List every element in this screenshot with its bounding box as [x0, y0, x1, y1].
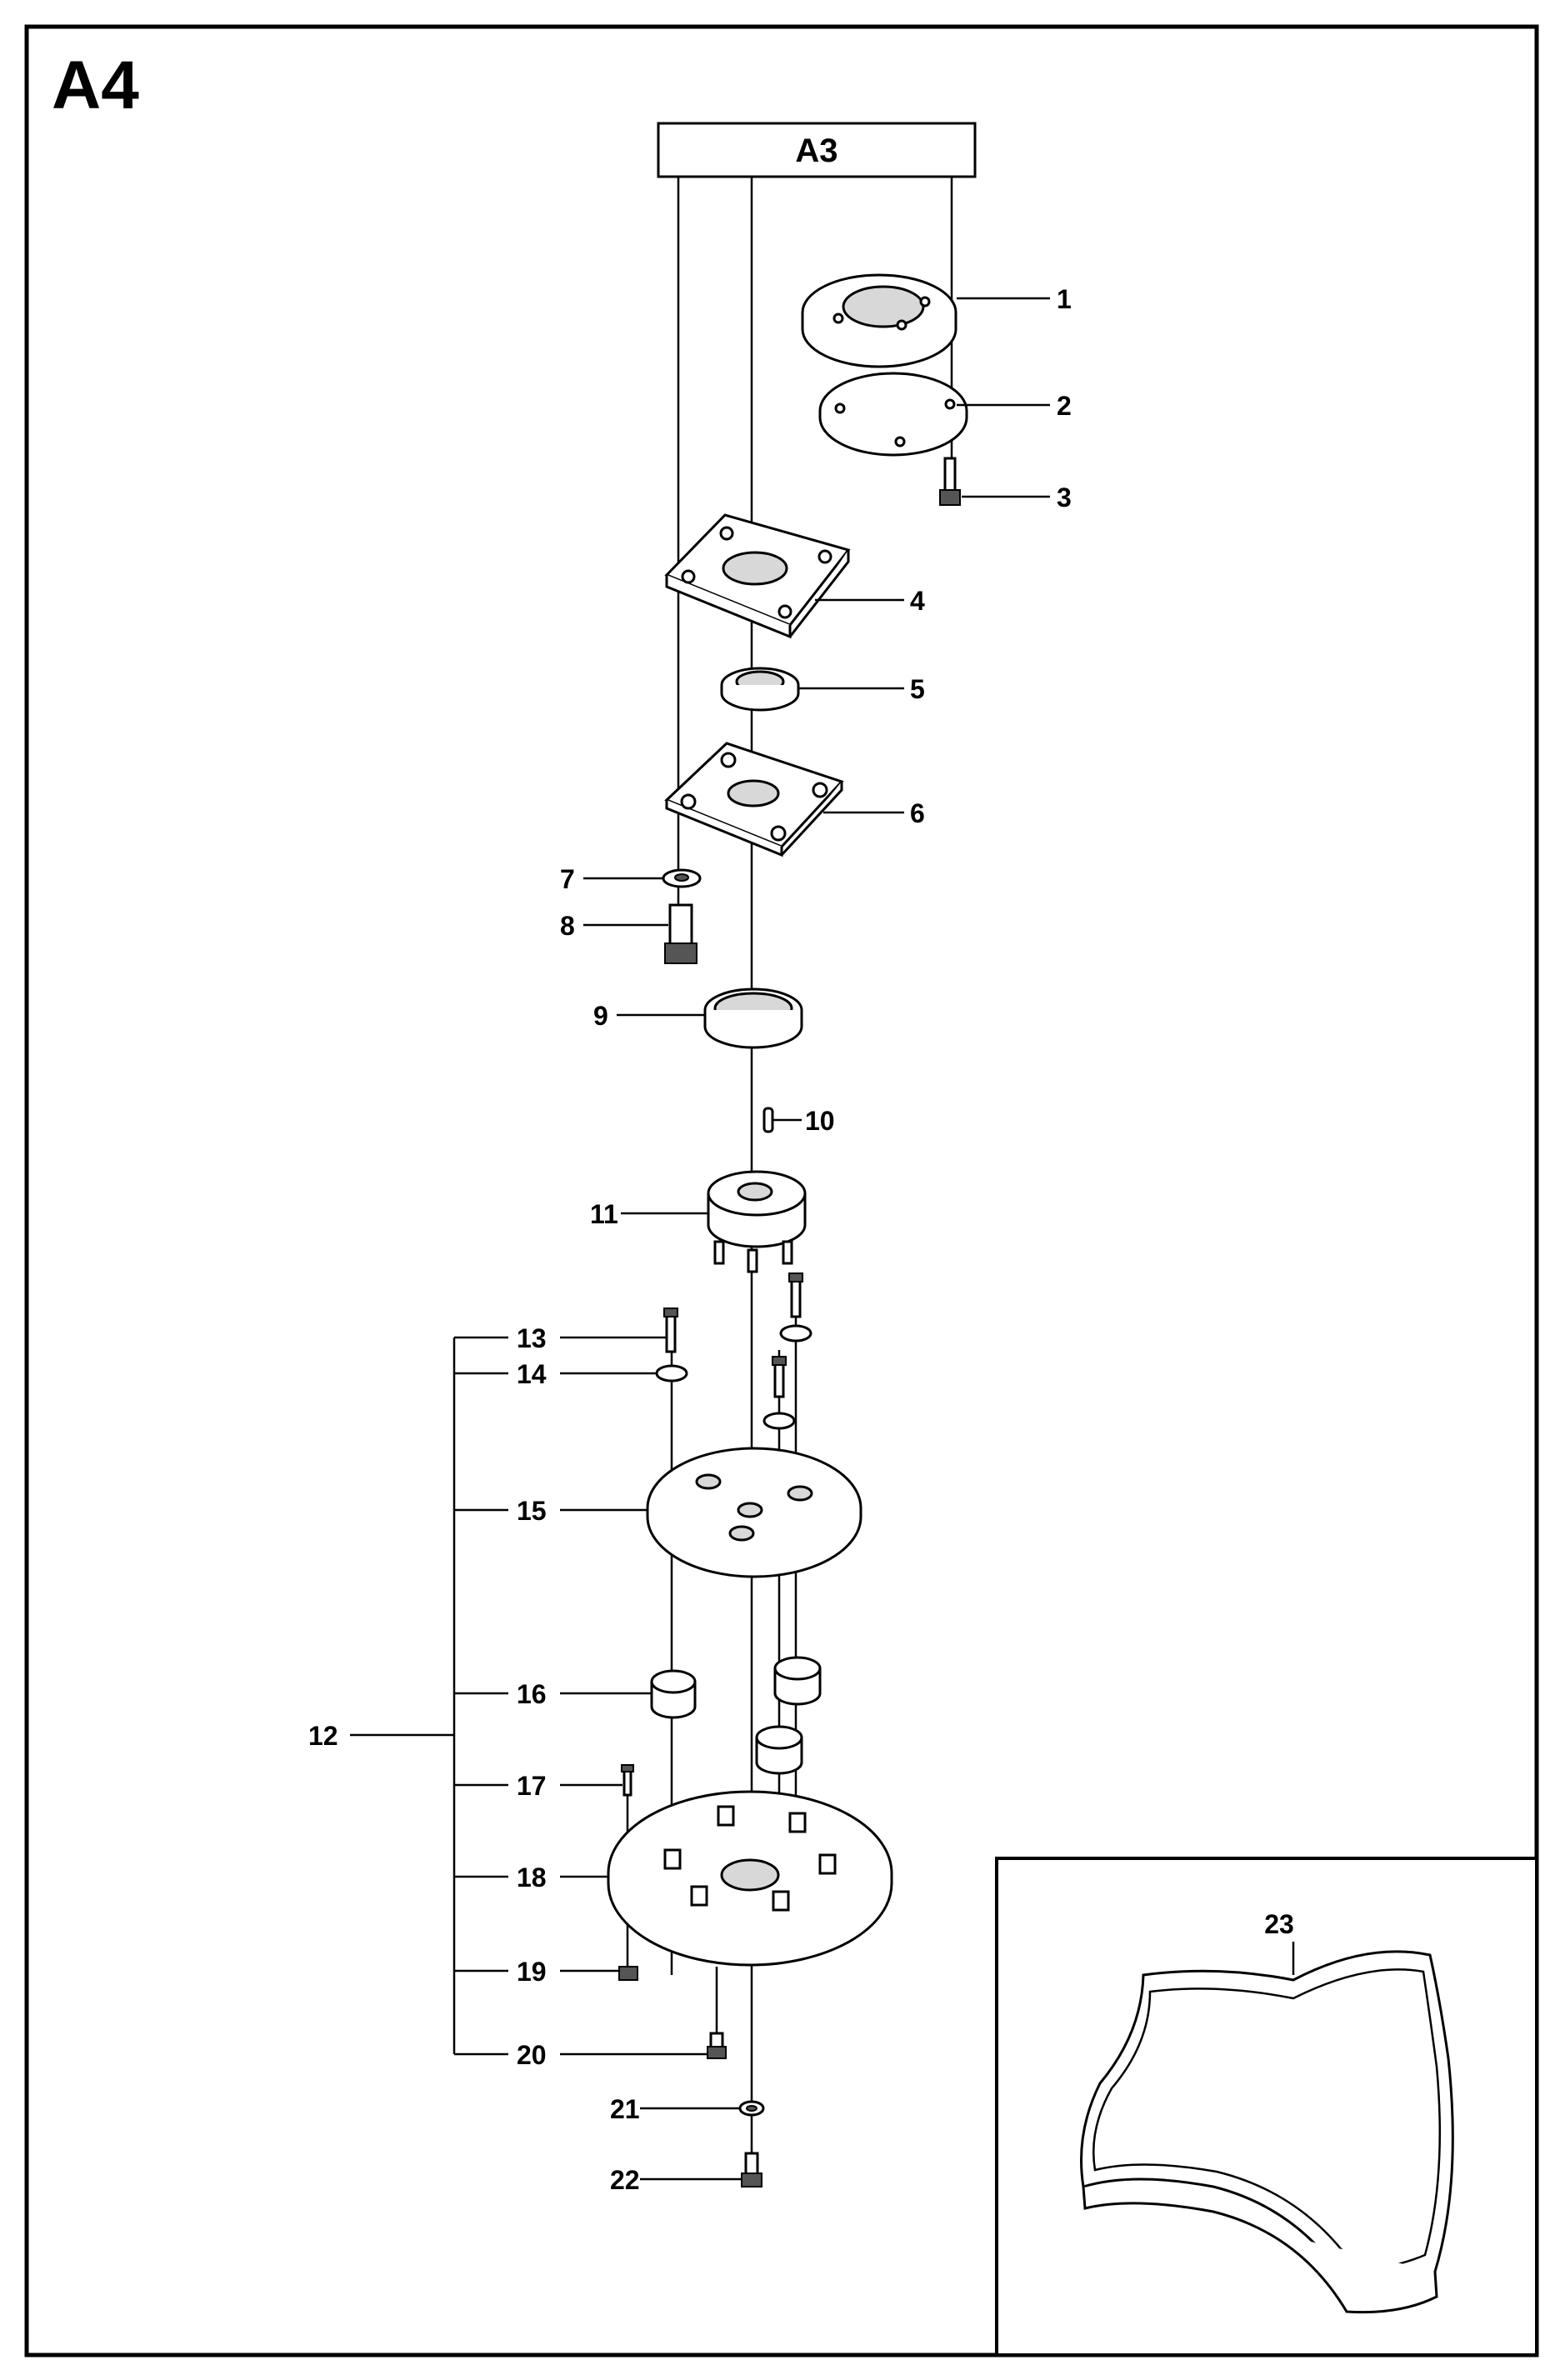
callout-15: 15: [517, 1496, 547, 1526]
spacer-b: [773, 1656, 822, 1706]
part-14-washers: [655, 1324, 812, 1430]
callout-10: 10: [805, 1106, 835, 1136]
callout-11: 11: [590, 1199, 618, 1229]
part-3-bolt: [939, 457, 961, 506]
callout-6: 6: [910, 798, 925, 828]
callout-21: 21: [610, 2094, 640, 2124]
part-11-hub: [707, 1170, 807, 1273]
leader-lines: [560, 297, 1050, 2181]
callout-14: 14: [517, 1359, 547, 1389]
callout-3: 3: [1057, 482, 1072, 512]
sheet-frame: [24, 24, 1539, 2358]
part-19-nut: [618, 1966, 638, 1981]
part-6-square-plate: [664, 742, 844, 858]
part-16-spacers: [650, 1656, 822, 1775]
group-12-bracket: [350, 1336, 508, 2056]
part-4-square-plate: [664, 513, 851, 639]
callout-13: 13: [517, 1323, 547, 1353]
callout-1: 1: [1057, 284, 1072, 314]
parent-ref-label: A3: [795, 132, 838, 169]
callout-labels: 1 2 3 4 5 6 7 8 9 10 11 12 13 14 15 16 1…: [308, 284, 1072, 2195]
part-8-bolt: [664, 903, 698, 964]
callout-12: 12: [308, 1721, 338, 1751]
part-17-screw: [621, 1764, 634, 1797]
inset-panel: 23: [995, 1857, 1538, 2357]
callout-20: 20: [517, 2040, 547, 2070]
callout-22: 22: [610, 2165, 640, 2195]
callout-4: 4: [910, 586, 925, 616]
part-7-washer: [662, 868, 702, 888]
callout-23: 23: [1264, 1909, 1294, 1939]
callout-5: 5: [910, 674, 925, 704]
part-10-pin: [762, 1107, 774, 1133]
callout-18: 18: [517, 1862, 547, 1892]
callout-17: 17: [517, 1771, 547, 1801]
part-23-belt: [1080, 1950, 1454, 2314]
section-code: A4: [52, 48, 139, 123]
parent-ref-box: A3: [657, 122, 977, 178]
part-20-bolt: [707, 2032, 727, 2059]
callout-2: 2: [1057, 391, 1072, 421]
spacer-c: [755, 1725, 803, 1775]
part-18-base-plate: [607, 1790, 893, 1967]
spacer-a: [650, 1669, 697, 1719]
part-13-screws: [663, 1272, 803, 1398]
callout-19: 19: [517, 1957, 547, 1987]
part-22-bolt: [741, 2152, 762, 2188]
callout-16: 16: [517, 1679, 547, 1709]
part-9-seal-ring: [703, 988, 803, 1049]
callout-7: 7: [560, 864, 575, 894]
callout-9: 9: [593, 1001, 608, 1031]
callout-8: 8: [560, 911, 575, 941]
part-21-washer: [738, 2100, 765, 2117]
part-1-ring-flange: [801, 273, 958, 368]
part-5-bearing-ring: [720, 667, 800, 712]
part-15-round-plate: [646, 1447, 862, 1578]
part-2-disc-plate: [818, 372, 968, 457]
